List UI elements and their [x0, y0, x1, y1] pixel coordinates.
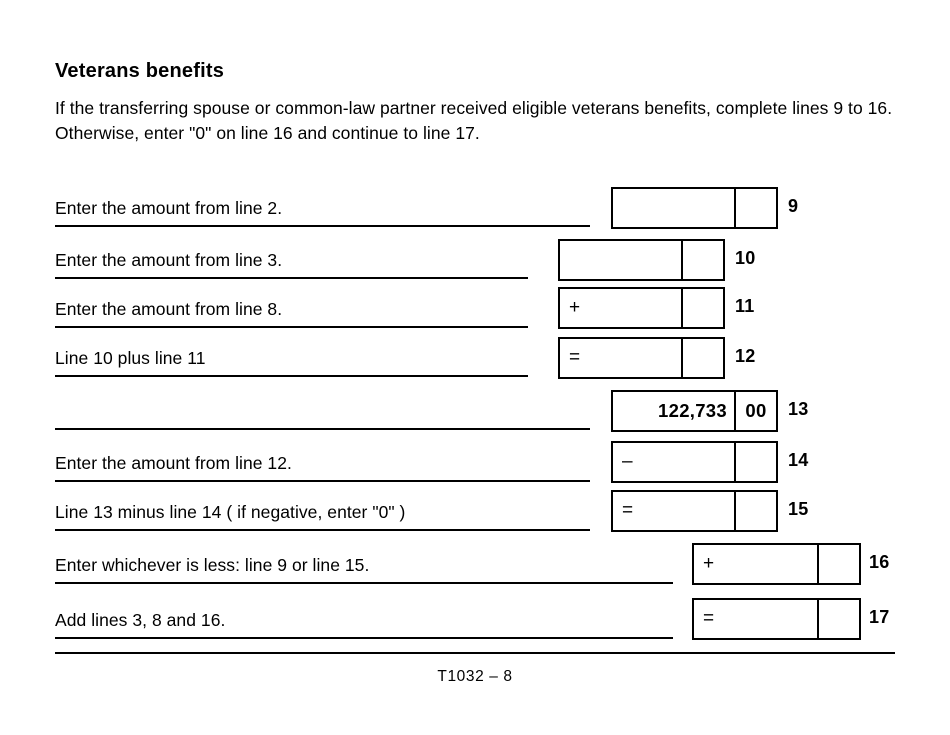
amount-cents-12[interactable]: [683, 339, 723, 377]
amount-dollars-14[interactable]: –: [613, 443, 736, 481]
operator-sign-12: =: [569, 347, 581, 369]
row-label-9: Enter the amount from line 2.: [55, 198, 283, 218]
amount-dollars-12[interactable]: =: [560, 339, 683, 377]
amount-dollars-16[interactable]: +: [694, 545, 819, 583]
amount-box-17[interactable]: =: [692, 598, 861, 640]
operator-sign-15: =: [622, 500, 634, 522]
amount-box-12[interactable]: =: [558, 337, 725, 379]
row-rule-14: [55, 480, 590, 482]
amount-dollars-9[interactable]: [613, 189, 736, 227]
amount-cents-14[interactable]: [736, 443, 776, 481]
row-label-11: Enter the amount from line 8.: [55, 299, 283, 319]
amount-cents-9[interactable]: [736, 189, 776, 227]
row-label-10: Enter the amount from line 3.: [55, 250, 283, 270]
row-label-14: Enter the amount from line 12.: [55, 453, 292, 473]
line-number-15: 15: [788, 499, 809, 519]
amount-dollars-11[interactable]: +: [560, 289, 683, 327]
section-bottom-rule: [55, 652, 895, 654]
row-rule-11: [55, 326, 528, 328]
amount-cents-13[interactable]: 00: [736, 392, 776, 430]
amount-box-16[interactable]: +: [692, 543, 861, 585]
amount-cents-10[interactable]: [683, 241, 723, 279]
row-rule-15: [55, 529, 590, 531]
row-label-15: Line 13 minus line 14 ( if negative, ent…: [55, 502, 406, 522]
amount-dollars-15[interactable]: =: [613, 492, 736, 530]
row-label-12: Line 10 plus line 11: [55, 348, 206, 368]
amount-box-9[interactable]: [611, 187, 778, 229]
line-number-10: 10: [735, 248, 756, 268]
amount-value-13: 122,733: [658, 400, 727, 421]
row-label-17: Add lines 3, 8 and 16.: [55, 610, 226, 630]
line-number-11: 11: [735, 296, 755, 316]
form-footer-id: T1032 – 8: [437, 668, 513, 685]
amount-box-13[interactable]: 122,733 00: [611, 390, 778, 432]
row-rule-9: [55, 225, 590, 227]
row-rule-16: [55, 582, 673, 584]
amount-box-11[interactable]: +: [558, 287, 725, 329]
amount-cents-15[interactable]: [736, 492, 776, 530]
amount-dollars-10[interactable]: [560, 241, 683, 279]
line-number-9: 9: [788, 196, 799, 216]
line-number-17: 17: [869, 607, 890, 627]
intro-paragraph: If the transferring spouse or common-law…: [55, 98, 893, 143]
row-rule-17: [55, 637, 673, 639]
cents-value-13: 00: [745, 400, 767, 421]
operator-sign-17: =: [703, 608, 715, 630]
line-number-14: 14: [788, 450, 809, 470]
amount-box-14[interactable]: –: [611, 441, 778, 483]
amount-dollars-13[interactable]: 122,733: [613, 392, 736, 430]
line-number-16: 16: [869, 552, 890, 572]
page-title: Veterans benefits: [55, 60, 225, 82]
row-rule-12: [55, 375, 528, 377]
row-rule-10: [55, 277, 528, 279]
amount-cents-17[interactable]: [819, 600, 859, 638]
amount-box-15[interactable]: =: [611, 490, 778, 532]
operator-sign-11: +: [569, 297, 581, 319]
operator-sign-16: +: [703, 553, 715, 575]
line-number-13: 13: [788, 399, 809, 419]
amount-cents-16[interactable]: [819, 545, 859, 583]
row-label-16: Enter whichever is less: line 9 or line …: [55, 555, 370, 575]
amount-dollars-17[interactable]: =: [694, 600, 819, 638]
row-rule-13: [55, 428, 590, 430]
line-number-12: 12: [735, 346, 756, 366]
amount-cents-11[interactable]: [683, 289, 723, 327]
amount-box-10[interactable]: [558, 239, 725, 281]
operator-sign-14: –: [622, 451, 633, 473]
